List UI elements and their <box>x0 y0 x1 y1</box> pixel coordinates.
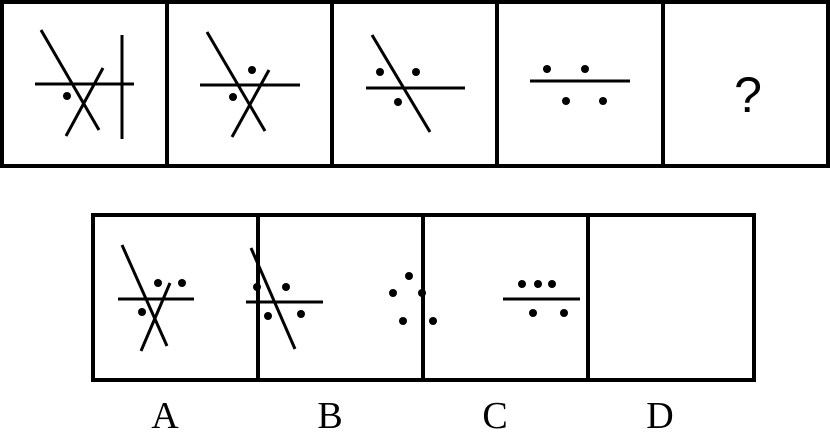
dot <box>405 272 413 280</box>
top-row-frames <box>0 0 830 382</box>
dot <box>248 66 256 74</box>
dot <box>599 97 607 105</box>
dot <box>562 97 570 105</box>
dot <box>376 68 384 76</box>
dot <box>581 65 589 73</box>
dot <box>399 317 407 325</box>
top-row-border <box>0 0 830 168</box>
option-label-c[interactable]: C <box>482 395 507 433</box>
dot <box>282 283 290 291</box>
dot <box>63 92 71 100</box>
panel-3 <box>366 34 465 133</box>
dot <box>560 309 568 317</box>
option-b-figure[interactable] <box>246 247 323 350</box>
dot <box>412 68 420 76</box>
dot <box>548 280 556 288</box>
dot <box>518 280 526 288</box>
panel-4 <box>530 65 630 105</box>
panel-1 <box>35 29 134 139</box>
option-label-b[interactable]: B <box>317 395 342 433</box>
option-c-figure[interactable] <box>389 272 437 325</box>
dot <box>389 289 397 297</box>
dot <box>253 283 261 291</box>
option-a-figure[interactable] <box>118 244 194 352</box>
dot <box>178 279 186 287</box>
dot <box>229 93 237 101</box>
dot <box>297 310 305 318</box>
option-d-figure[interactable] <box>503 280 580 317</box>
dot <box>138 308 146 316</box>
dot <box>418 289 426 297</box>
option-label-d[interactable]: D <box>646 395 673 433</box>
dot <box>154 279 162 287</box>
dot <box>264 312 272 320</box>
dot <box>429 317 437 325</box>
panel-2 <box>200 31 300 138</box>
option-label-a[interactable]: A <box>151 395 179 433</box>
dot <box>529 309 537 317</box>
dot <box>394 98 402 106</box>
dot <box>543 65 551 73</box>
dot <box>534 280 542 288</box>
question-mark: ? <box>734 67 762 123</box>
